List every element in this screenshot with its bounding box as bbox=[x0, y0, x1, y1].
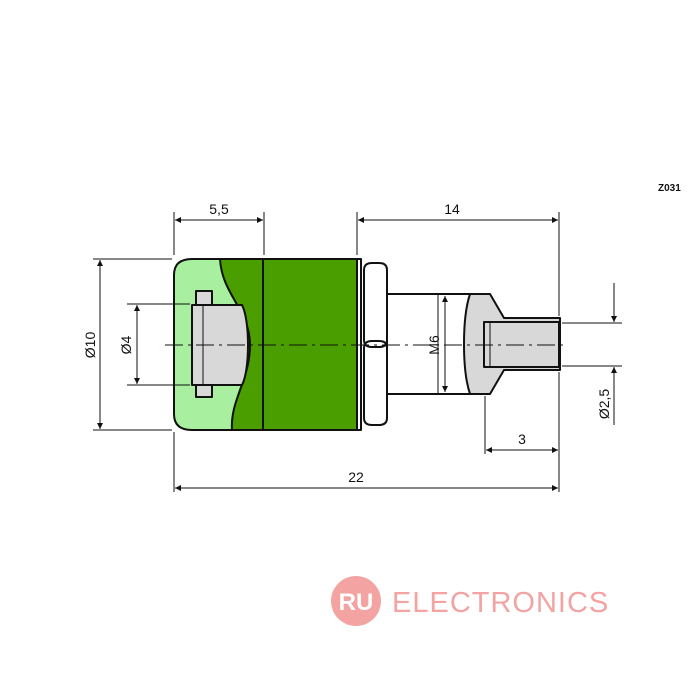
dim-head-length: 5,5 bbox=[209, 201, 229, 217]
dimensions bbox=[93, 212, 622, 492]
watermark: RU ELECTRONICS bbox=[331, 576, 609, 626]
bore-collar-bottom bbox=[195, 384, 213, 398]
green-body bbox=[219, 258, 358, 431]
watermark-badge-text: RU bbox=[339, 589, 374, 616]
dim-outer-diameter: Ø10 bbox=[82, 332, 98, 359]
connector-body bbox=[165, 258, 565, 431]
watermark-text: ELECTRONICS bbox=[392, 587, 609, 619]
dim-pin-length: 3 bbox=[518, 431, 526, 447]
threaded-shaft bbox=[386, 293, 478, 395]
dim-pin-diameter: Ø2,5 bbox=[596, 389, 612, 420]
dim-bore-diameter: Ø4 bbox=[118, 335, 134, 354]
watermark-badge bbox=[331, 576, 381, 626]
dim-thread-section-length: 14 bbox=[444, 201, 460, 217]
bore-collar-top bbox=[195, 290, 213, 306]
part-code-label: Z031 bbox=[658, 183, 681, 194]
dim-total-length: 22 bbox=[348, 469, 364, 485]
hex-nut bbox=[363, 262, 388, 426]
dim-thread: M6 bbox=[426, 335, 442, 355]
